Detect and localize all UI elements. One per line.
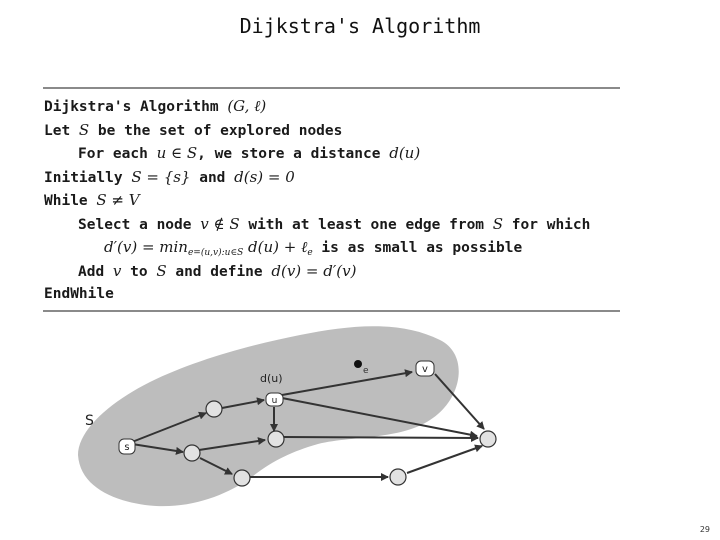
edge [199, 457, 233, 475]
algo-math: d(u) [389, 144, 421, 162]
node-u-label: u [272, 396, 278, 406]
algo-text: be the set of explored nodes [89, 123, 343, 139]
graph-node [267, 430, 285, 448]
bottom-rule [43, 310, 620, 312]
node-v-label: v [422, 364, 428, 375]
node-v-box [415, 360, 435, 377]
algo-subscript: e [307, 248, 313, 258]
edge-e-label: e [363, 366, 369, 376]
algo-line-dprime: d′(v) = mine=(u,v):u∈S d(u) + ℓe is as s… [104, 238, 522, 258]
edge [406, 444, 483, 474]
algo-math: (G, ℓ) [227, 97, 267, 115]
edge [434, 373, 485, 430]
edge [281, 369, 413, 396]
algo-text: to [121, 264, 157, 280]
explored-set-region [78, 326, 459, 507]
graph-node [389, 468, 407, 486]
graph-node [233, 469, 251, 487]
algo-math: d(s) = 0 [234, 168, 295, 186]
node-s-label: s [124, 442, 129, 453]
node-e-dot [354, 360, 362, 368]
algo-text: For each [78, 146, 157, 162]
algo-text: EndWhile [44, 286, 114, 302]
graph-node [205, 400, 223, 418]
algo-math: S [156, 262, 167, 280]
algo-line-add: Add v to S and define d(v) = d′(v) [78, 262, 356, 280]
algo-text: , we store a distance [197, 146, 390, 162]
algo-line-header: Dijkstra's Algorithm (G, ℓ) [44, 97, 266, 116]
set-S-label: S [85, 413, 94, 429]
edge [283, 433, 479, 442]
edge [198, 437, 266, 451]
algo-text: Select a node [78, 217, 201, 233]
edge [131, 443, 184, 455]
du-label: d(u) [260, 372, 283, 385]
algo-text: Initially [44, 170, 132, 186]
algo-math: d′(v) = min [104, 238, 188, 256]
algo-math: S ≠ V [96, 191, 140, 209]
algo-text: Add [78, 264, 113, 280]
node-u-box [265, 392, 284, 407]
algo-line-while: While S ≠ V [44, 191, 140, 209]
algo-text: and define [166, 264, 272, 280]
algo-math: v ∉ S [200, 215, 240, 233]
algo-math: S [78, 121, 90, 139]
algo-line-select: Select a node v ∉ S with at least one ed… [78, 215, 590, 233]
slide-title: Dijkstra's Algorithm [239, 14, 481, 38]
algo-math: u ∈ S [156, 144, 198, 162]
edge [281, 397, 478, 439]
algo-math: S [492, 215, 504, 233]
algo-math: v [112, 262, 122, 280]
edge [131, 411, 207, 443]
algo-line-let: Let S be the set of explored nodes [44, 121, 342, 139]
graph-node [479, 430, 497, 448]
algo-subscript: e=(u,v):u∈S [187, 248, 244, 258]
algo-math: d(v) = d′(v) [271, 262, 357, 280]
top-rule [43, 87, 620, 89]
algo-text: Let [44, 123, 79, 139]
node-s-box [118, 438, 136, 455]
algo-line-initially: Initially S = {s} and d(s) = 0 [44, 168, 295, 186]
algo-text: While [44, 193, 97, 209]
algo-line-foreach: For each u ∈ S, we store a distance d(u) [78, 144, 420, 162]
algo-math: d(u) + ℓ [243, 238, 308, 256]
edge [221, 397, 265, 409]
algo-text: and [190, 170, 235, 186]
algo-text: is as small as possible [312, 240, 523, 256]
algo-math: S = {s} [131, 168, 191, 186]
algo-text: with at least one edge from [239, 217, 493, 233]
algo-text: for which [503, 217, 591, 233]
algo-line-endwhile: EndWhile [44, 286, 114, 302]
page-number: 29 [699, 525, 710, 534]
algo-text: Dijkstra's Algorithm [44, 99, 228, 115]
graph-node [183, 444, 201, 462]
